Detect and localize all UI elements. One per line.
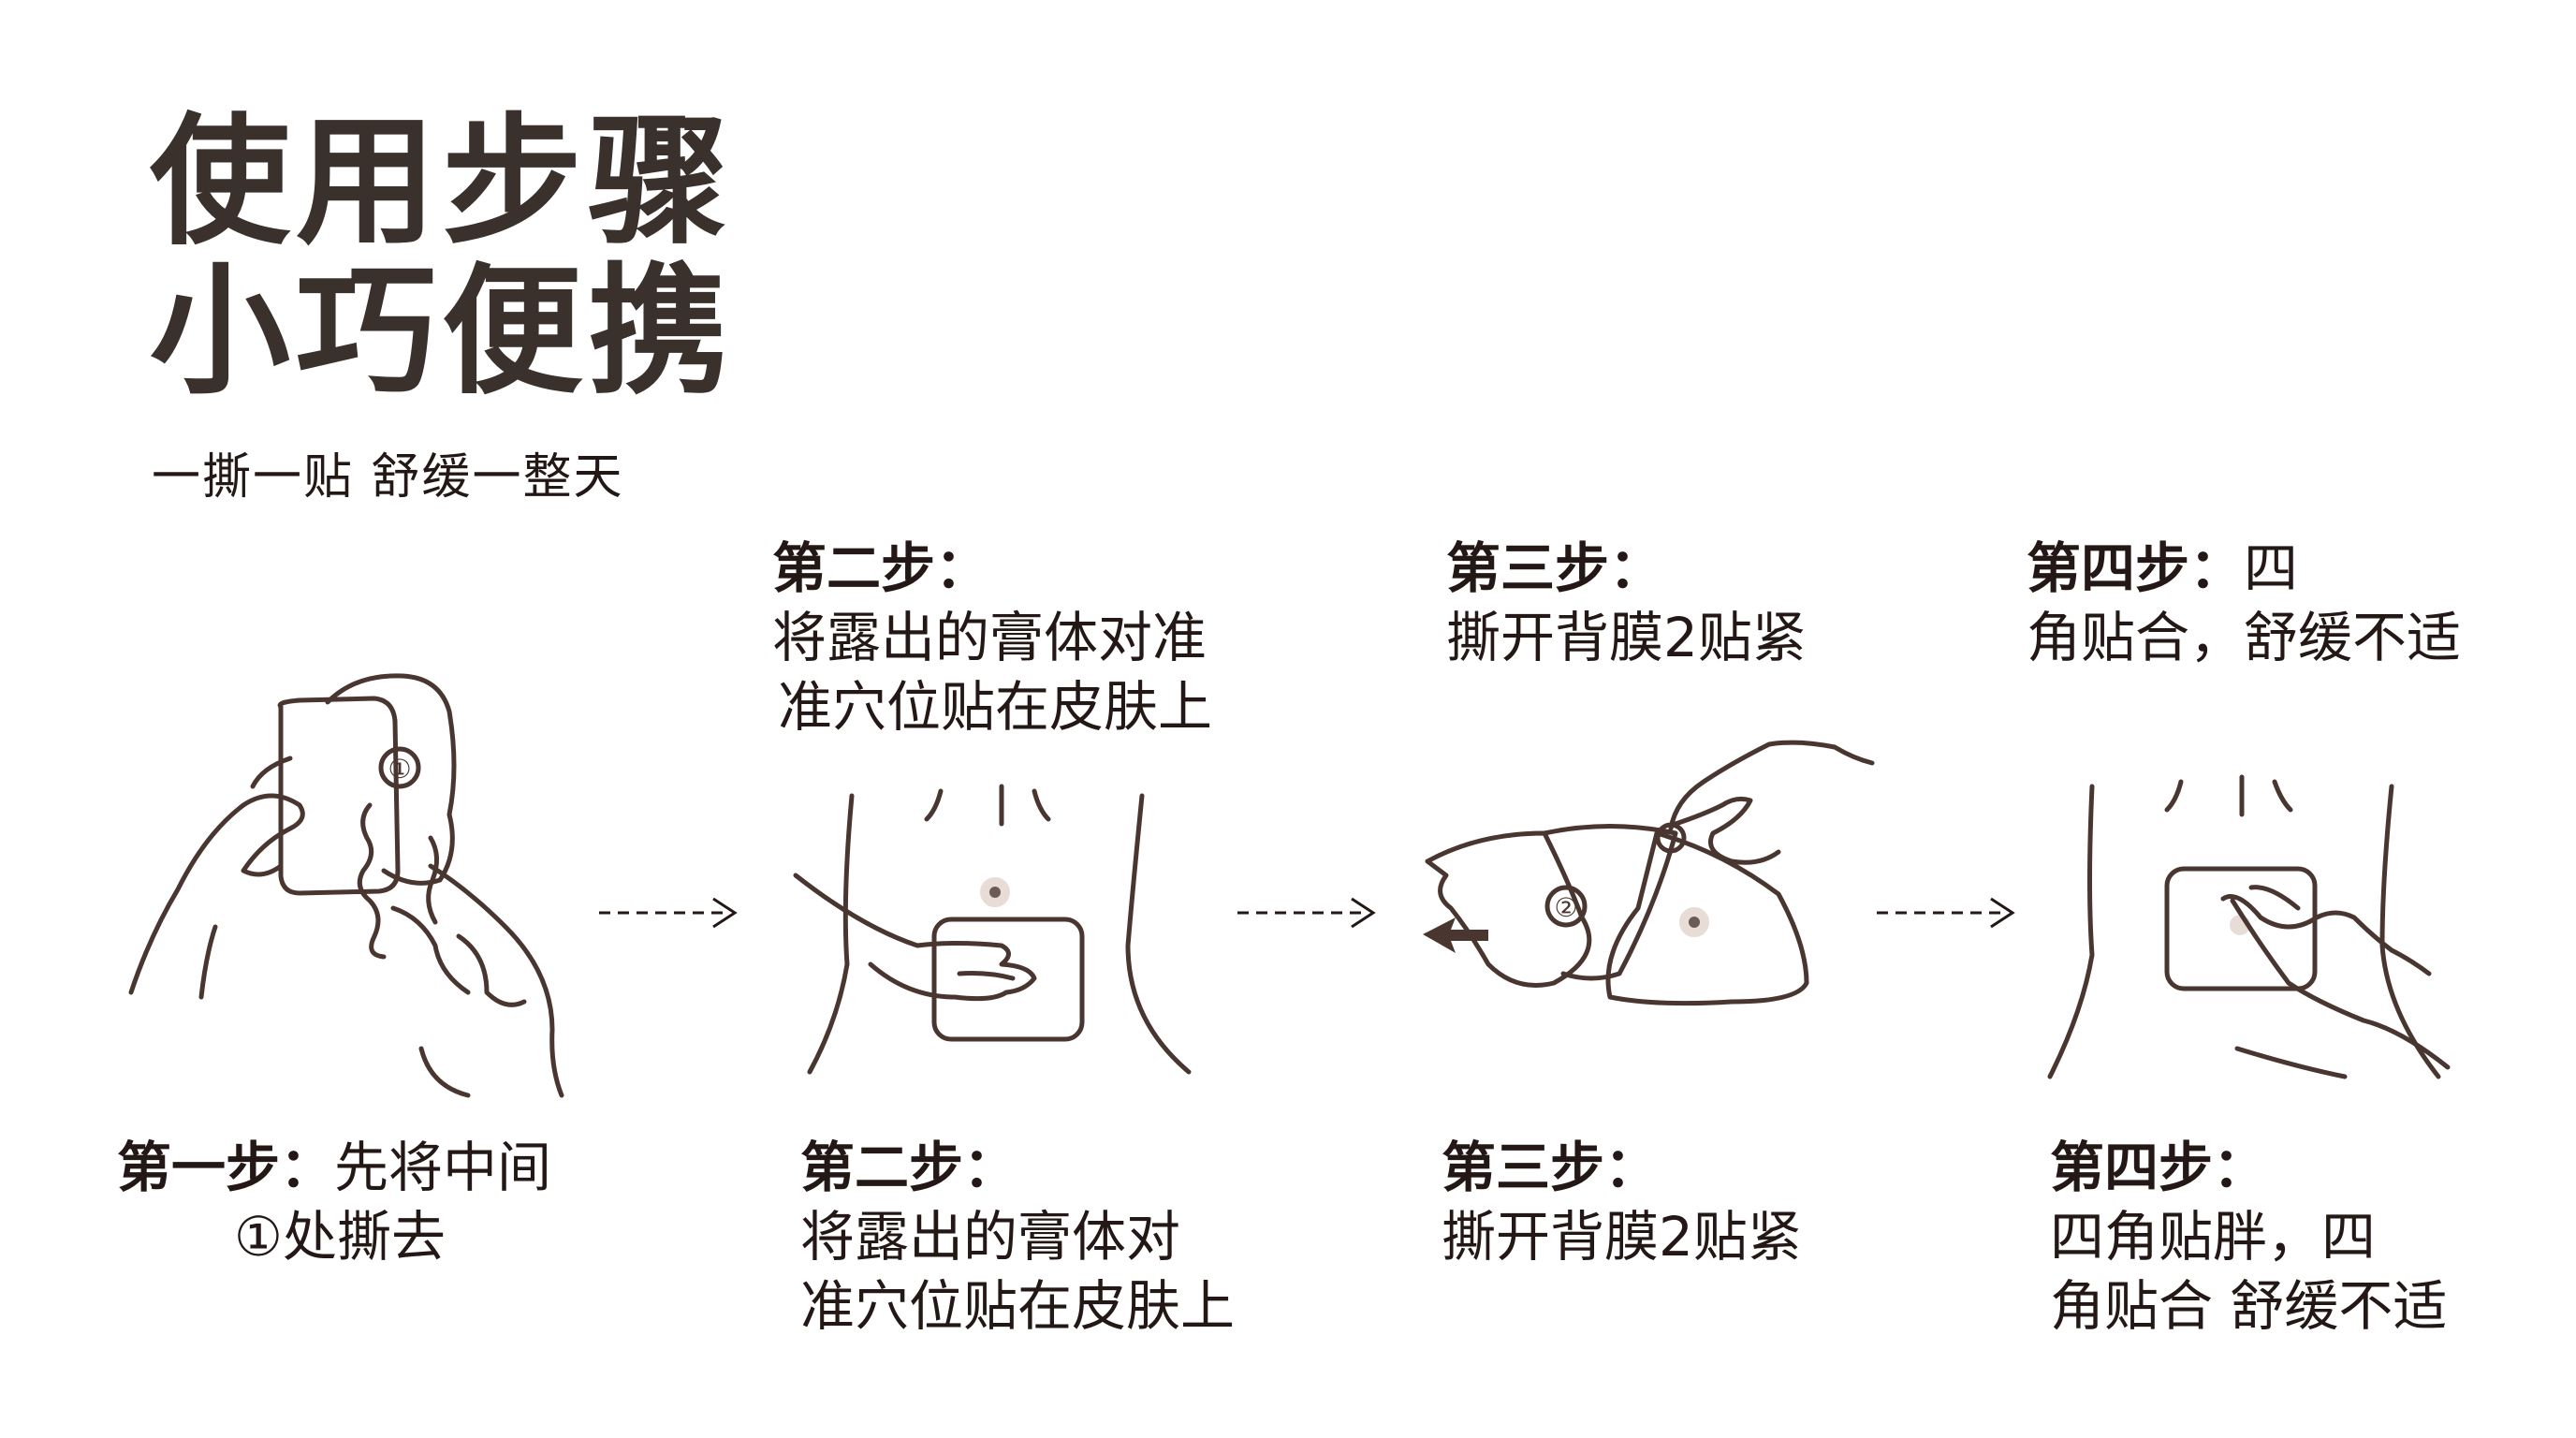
step3-top-label: 第三步： bbox=[1446, 536, 1664, 600]
step3-label: 第三步： bbox=[1442, 1136, 1660, 1199]
page-title: 使用步骤 小巧便携 bbox=[150, 108, 734, 407]
marker-one: ① bbox=[388, 754, 411, 785]
press-patch-icon bbox=[2047, 774, 2451, 1079]
step4-top-caption: 第四步：四 角贴合，舒缓不适 bbox=[2027, 534, 2461, 672]
step4-line-2: 角贴合 舒缓不适 bbox=[2050, 1274, 2448, 1338]
title-line-1: 使用步骤 bbox=[150, 101, 735, 264]
step3-top-caption: 第三步： 撕开背膜2贴紧 bbox=[1446, 534, 1807, 672]
dashed-arrow-icon bbox=[1237, 897, 1376, 929]
step4-top-label: 第四步： bbox=[2027, 536, 2245, 600]
step3-caption: 第三步： 撕开背膜2贴紧 bbox=[1442, 1133, 1802, 1271]
step4-top-line-1: 角贴合，舒缓不适 bbox=[2027, 606, 2462, 669]
step2-top-label: 第二步： bbox=[772, 536, 990, 600]
step4-line-1: 四角贴胖，四 bbox=[2050, 1205, 2377, 1269]
step3-top-line-1: 撕开背膜2贴紧 bbox=[1446, 606, 1807, 669]
step2-line-2: 准穴位贴在皮肤上 bbox=[800, 1274, 1236, 1338]
step1-label-tail: 先将中间 bbox=[334, 1136, 552, 1199]
step1-line-1: ①处撕去 bbox=[234, 1205, 446, 1269]
dashed-arrow-icon bbox=[1877, 897, 2015, 929]
step4-label: 第四步： bbox=[2050, 1136, 2268, 1199]
title-line-2: 小巧便携 bbox=[150, 251, 735, 414]
step1-label: 第一步： bbox=[117, 1136, 335, 1199]
step4-caption: 第四步： 四角贴胖，四 角贴合 舒缓不适 bbox=[2050, 1133, 2447, 1341]
step2-line-1: 将露出的膏体对 bbox=[800, 1205, 1181, 1269]
step4-top-label-tail: 四 bbox=[2244, 536, 2299, 600]
step2-top-caption: 第二步： 将露出的膏体对准 准穴位贴在皮肤上 bbox=[772, 534, 1212, 741]
step2-label: 第二步： bbox=[800, 1136, 1018, 1199]
step2-top-line-2: 准穴位贴在皮肤上 bbox=[778, 675, 1213, 739]
subtitle: 一撕一贴 舒缓一整天 bbox=[152, 449, 624, 506]
step2-caption: 第二步： 将露出的膏体对 准穴位贴在皮肤上 bbox=[800, 1133, 1235, 1341]
dashed-arrow-icon bbox=[599, 897, 738, 929]
step3-line-1: 撕开背膜2贴紧 bbox=[1442, 1205, 1802, 1269]
hands-peel-icon: ① bbox=[128, 673, 564, 1098]
step1-caption: 第一步：先将中间 ①处撕去 bbox=[117, 1133, 551, 1271]
belly-apply-icon bbox=[793, 784, 1192, 1075]
step2-top-line-1: 将露出的膏体对准 bbox=[772, 606, 1208, 669]
marker-two: ② bbox=[1554, 892, 1577, 923]
peel-backing-icon: ② bbox=[1423, 740, 1875, 1006]
